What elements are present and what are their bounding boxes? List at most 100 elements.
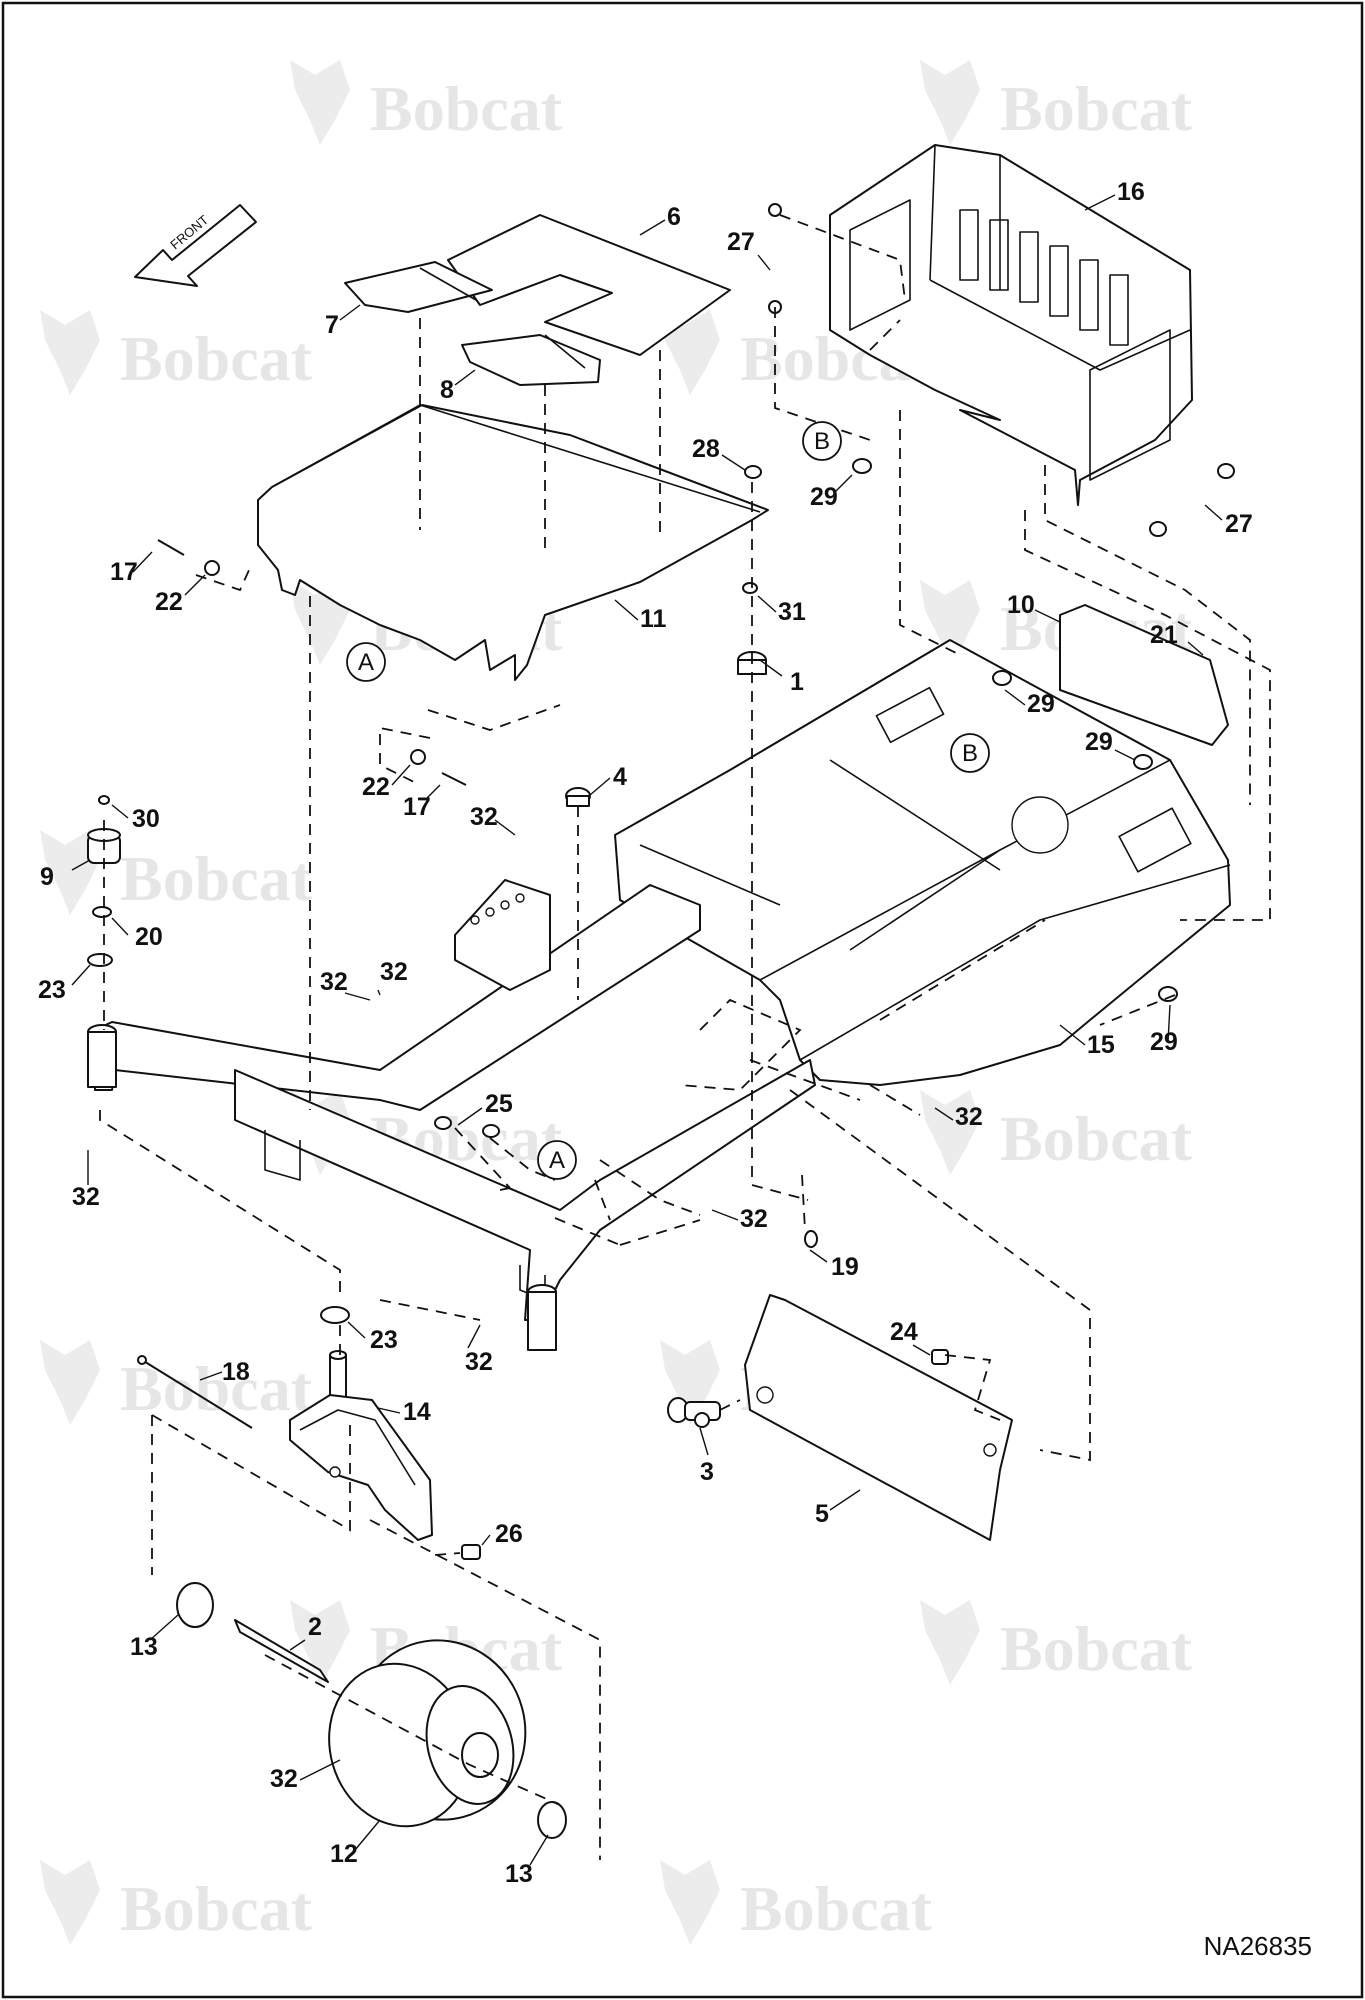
callout-number: 27 — [1225, 510, 1253, 538]
watermark-text: Bobcat — [1000, 73, 1193, 144]
axle-tube-2 — [234, 1619, 329, 1683]
callout-number: 22 — [362, 773, 390, 801]
callout-leader — [639, 219, 666, 236]
callout-number: 22 — [155, 588, 183, 616]
callout-leader — [721, 454, 746, 471]
callout-number: 32 — [740, 1205, 768, 1233]
callout-number: 32 — [72, 1183, 100, 1211]
callout-number: 32 — [380, 958, 408, 986]
nut-26 — [461, 1544, 481, 1560]
callout-leader — [132, 551, 153, 573]
callout-number: 29 — [1027, 690, 1055, 718]
watermark-logo — [40, 310, 100, 395]
callout-number: 10 — [1007, 591, 1035, 619]
svg-text:A: A — [358, 649, 374, 676]
watermark-text: Bobcat — [740, 1873, 933, 1944]
callout-number: 32 — [465, 1348, 493, 1376]
callout-leader — [347, 1321, 366, 1339]
callout-leader — [344, 992, 371, 1001]
callout-leader — [339, 304, 361, 321]
watermark-logo — [920, 1600, 980, 1685]
callout-leader — [494, 819, 516, 836]
callout-leader — [289, 1639, 306, 1651]
callout-leader — [757, 595, 777, 613]
callout-number: 32 — [955, 1103, 983, 1131]
callout-number: 24 — [890, 1318, 918, 1346]
watermark-logo — [660, 310, 720, 395]
callout-leader — [199, 1371, 223, 1381]
callout-number: 2 — [308, 1613, 322, 1641]
callout-number: 1 — [790, 668, 804, 696]
small-hardware — [98, 203, 1235, 1324]
part-callouts: 1234567891011121313141516171718192021222… — [38, 178, 1253, 1888]
deflector-10 — [1059, 604, 1229, 746]
watermark-logo — [290, 1600, 350, 1685]
callout-number: 6 — [667, 203, 681, 231]
watermark-logo — [40, 830, 100, 915]
watermark-text: Bobcat — [120, 843, 313, 914]
callout-leader — [299, 1759, 341, 1781]
callout-number: 12 — [330, 1840, 358, 1868]
front-axle-frame — [87, 884, 816, 1351]
callout-number: 29 — [1150, 1028, 1178, 1056]
watermark-text: Bobcat — [1000, 1103, 1193, 1174]
callout-number: 7 — [325, 311, 339, 339]
callout-leader — [149, 1614, 179, 1641]
bearing-13-top — [176, 1582, 214, 1628]
assembly-lines — [99, 214, 1271, 1860]
callout-leader — [377, 1407, 401, 1414]
callout-number: 29 — [1085, 728, 1113, 756]
callout-number: 17 — [403, 793, 431, 821]
callout-leader — [481, 1534, 491, 1546]
svg-text:A: A — [549, 1147, 565, 1174]
watermark-text: Bobcat — [370, 73, 563, 144]
floor-mat-6 — [447, 214, 731, 356]
callout-leader — [467, 1324, 481, 1349]
callout-number: 23 — [370, 1326, 398, 1354]
callout-number: 9 — [40, 863, 54, 891]
callout-leader — [757, 254, 771, 271]
callout-number: 32 — [470, 803, 498, 831]
axle-bolt-18-head — [137, 1355, 147, 1365]
callout-leader — [354, 1819, 381, 1851]
callout-number: 30 — [132, 805, 160, 833]
callout-number: 20 — [135, 923, 163, 951]
callout-leader — [809, 1249, 828, 1263]
callout-number: 8 — [440, 376, 454, 404]
callout-number: 29 — [810, 483, 838, 511]
reference-marker-b-top: B — [802, 421, 842, 461]
watermark-logo — [660, 1340, 720, 1425]
callout-leader — [699, 1427, 709, 1456]
callout-leader — [834, 474, 853, 493]
figure-id: NA26835 — [1204, 1931, 1312, 1961]
svg-text:B: B — [962, 740, 978, 767]
front-panel-5 — [744, 1294, 1013, 1541]
main-chassis-15 — [614, 639, 1231, 1086]
callout-leader — [457, 1107, 483, 1126]
callout-leader — [1084, 194, 1116, 211]
rear-housing-16 — [829, 144, 1193, 506]
watermark-logo — [920, 580, 980, 665]
callout-leader — [829, 1489, 861, 1511]
callout-number: 5 — [815, 1500, 829, 1528]
callout-leader — [589, 777, 611, 796]
callout-number: 25 — [485, 1090, 513, 1118]
callout-leader — [377, 989, 381, 996]
callout-leader — [912, 1344, 931, 1356]
axle-bolt-18 — [141, 1359, 253, 1429]
reference-marker-a-bottom: A — [537, 1140, 577, 1180]
callout-leader — [1004, 689, 1026, 706]
callout-leader — [454, 369, 476, 386]
reference-marker-b-chassis: B — [950, 733, 990, 773]
caster-wheel-12 — [328, 1639, 527, 1828]
knob-3 — [667, 1397, 721, 1428]
callout-leader — [1059, 1024, 1086, 1046]
callout-number: 32 — [270, 1765, 298, 1793]
callout-leader — [1187, 641, 1204, 656]
callout-leader — [424, 784, 441, 801]
caster-fork-14 — [289, 1350, 433, 1541]
callout-number: 28 — [692, 435, 720, 463]
